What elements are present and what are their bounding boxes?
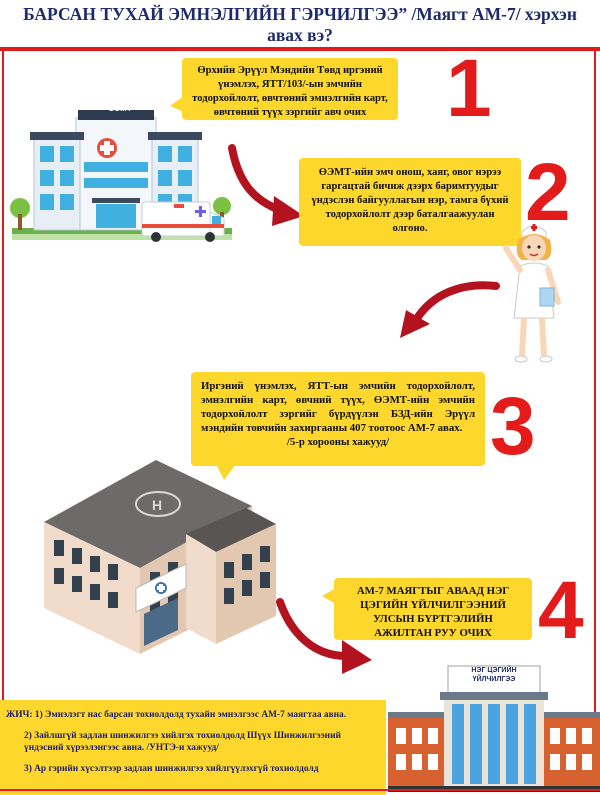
- footer-divider: [0, 789, 600, 791]
- svg-text:H: H: [152, 497, 162, 513]
- arrow-1-icon: [228, 144, 304, 226]
- step-1-number: 1: [446, 43, 492, 134]
- step-2-text: ӨЭМТ-ийн эмч онош, хаяг, овог нэрээ гарг…: [311, 167, 509, 234]
- note-item-1: ЖИЧ: 1) Эмнэлэгт нас барсан тохиолдолд т…: [6, 710, 347, 720]
- note-item-2: 2) Зайлшгүй задлан шинжилгээ хийлгэх тох…: [24, 731, 341, 753]
- one-stop-service-building-illustration: [388, 665, 600, 792]
- step-3-bubble: Иргэний үнэмлэх, ЯТТ-ын эмчийн тодорхойл…: [191, 372, 485, 466]
- note-item-3: 3) Ар гэрийн хүсэлтээр задлан шинжилгээ …: [24, 764, 319, 774]
- step-4-number: 4: [538, 565, 584, 656]
- content-frame: [2, 51, 596, 791]
- step-1-bubble-tail: [170, 96, 184, 112]
- header: БАРСАН ТУХАЙ ЭМНЭЛГИЙН ГЭРЧИЛГЭЭ” /Маягт…: [0, 0, 600, 46]
- step-3-text: Иргэний үнэмлэх, ЯТТ-ын эмчийн тодорхойл…: [201, 380, 475, 434]
- one-stop-sign-line-1: НЭГ ЦЭГИЙН: [471, 667, 517, 674]
- step-1-bubble: Өрхийн Эрүүл Мэндийн Төвд иргэний үнэмлэ…: [182, 58, 398, 120]
- page-title: БАРСАН ТУХАЙ ЭМНЭЛГИЙН ГЭРЧИЛГЭЭ” /Маягт…: [23, 4, 577, 45]
- step-4-bubble-tail: [322, 588, 336, 604]
- step-4-bubble: АМ-7 МАЯГТЫГ АВААД НЭГ ЦЭГИЙН ҮЙЛЧИЛГЭЭН…: [334, 578, 532, 640]
- step-3-bubble-tail: [216, 464, 236, 480]
- header-divider: [0, 47, 600, 51]
- clinic-sign: ӨЭМТ: [108, 104, 132, 113]
- step-3-number: 3: [490, 381, 536, 472]
- step-3-location-note: /5-р хорооны хажууд/: [286, 436, 390, 448]
- arrow-3-icon: [276, 598, 372, 674]
- one-stop-sign-line-2: ҮЙЛЧИЛГЭЭ: [472, 676, 516, 683]
- health-office-building-illustration: H: [44, 460, 276, 654]
- note-box: ЖИЧ: 1) Эмнэлэгт нас барсан тохиолдолд т…: [0, 700, 386, 795]
- clinic-building-illustration: [10, 110, 232, 242]
- step-4-text: АМ-7 МАЯГТЫГ АВААД НЭГ ЦЭГИЙН ҮЙЛЧИЛГЭЭН…: [356, 585, 510, 639]
- step-1-text: Өрхийн Эрүүл Мэндийн Төвд иргэний үнэмлэ…: [192, 65, 388, 118]
- nurse-illustration: [503, 224, 561, 363]
- step-2-bubble: ӨЭМТ-ийн эмч онош, хаяг, овог нэрээ гарг…: [299, 158, 521, 246]
- step-2-number: 2: [525, 147, 571, 238]
- arrow-2-icon: [400, 281, 500, 338]
